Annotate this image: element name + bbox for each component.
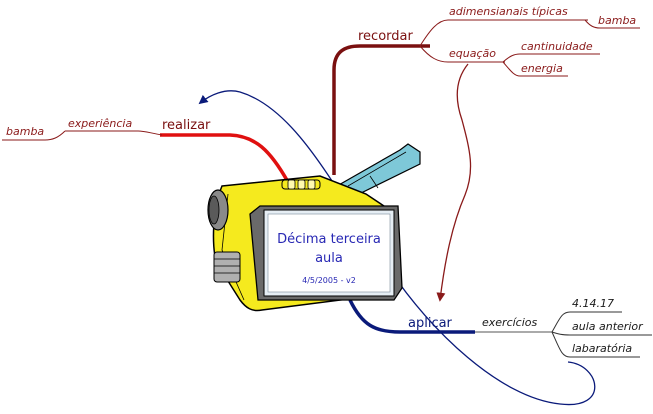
node-equacao[interactable]: equação (449, 47, 496, 60)
branch-recordar (332, 19, 640, 175)
branch-line-realizar (160, 133, 290, 183)
node-bamba-realizar[interactable]: bamba (6, 125, 44, 138)
node-experiencia[interactable]: experiência (68, 117, 132, 130)
node-energia[interactable]: energia (521, 62, 563, 75)
branch-aplicar (348, 299, 652, 358)
node-labaratoria[interactable]: labaratória (572, 342, 632, 355)
node-aula-anterior[interactable]: aula anterior (572, 320, 644, 333)
node-cantinuidade[interactable]: cantinuidade (521, 40, 593, 53)
camcorder-illustration (207, 143, 421, 312)
node-bamba-recordar[interactable]: bamba (598, 14, 636, 27)
node-recordar[interactable]: recordar (358, 29, 413, 44)
center-title-line2: aula (315, 251, 343, 266)
node-aplicar[interactable]: aplicar (408, 316, 453, 331)
relation-arrow-red (436, 63, 472, 302)
node-4-14-17[interactable]: 4.14.17 (572, 297, 614, 310)
center-date: 4/5/2005 - v2 (302, 276, 356, 285)
node-adimensianais-tipicas[interactable]: adimensianais típicas (449, 5, 568, 18)
center-title-line1: Décima terceira (277, 232, 381, 247)
node-realizar[interactable]: realizar (162, 118, 211, 133)
branch-realizar (2, 130, 290, 183)
node-exercicios[interactable]: exercícios (482, 316, 538, 329)
branch-line-aplicar (348, 299, 475, 334)
